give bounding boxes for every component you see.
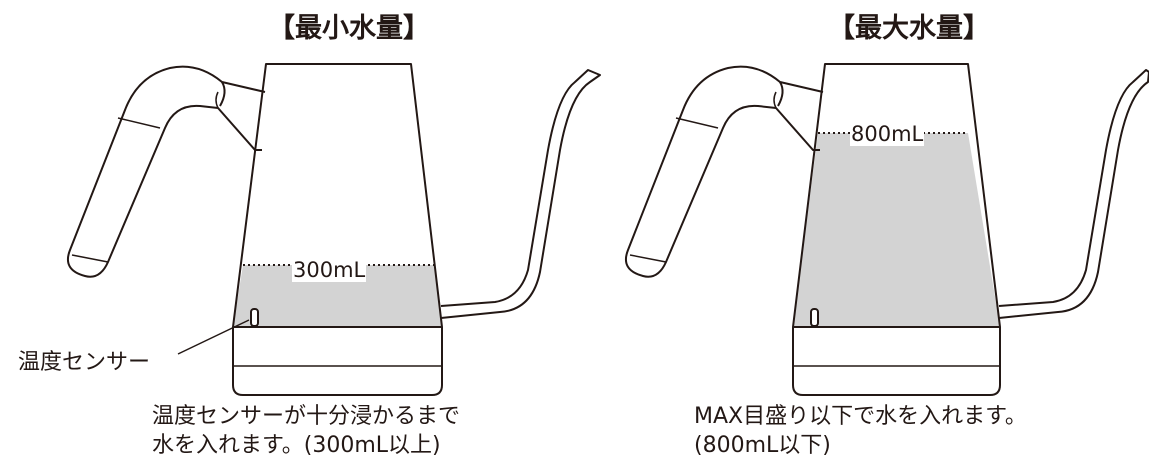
left-kettle <box>66 63 601 396</box>
right-caption-line1: MAX目盛り以下で水を入れます。 <box>694 404 1027 429</box>
sensor-label: 温度センサー <box>18 350 151 375</box>
left-caption-line1: 温度センサーが十分浸かるまで <box>152 404 461 429</box>
right-caption-line2: (800mL以下) <box>694 433 831 458</box>
right-caption: MAX目盛り以下で水を入れます。 (800mL以下) <box>694 402 1027 460</box>
left-level-label: 300mL <box>292 258 367 282</box>
left-title: 【最小水量】 <box>268 13 430 44</box>
sensor-leader-line <box>177 319 250 355</box>
right-kettle-base <box>792 327 1001 396</box>
right-level-label: 800mL <box>850 122 925 146</box>
right-water-fill <box>793 133 1000 327</box>
left-water-fill <box>233 265 442 327</box>
right-handle <box>624 65 824 278</box>
left-kettle-base <box>232 327 443 396</box>
left-temp-sensor <box>250 308 259 327</box>
right-title: 【最大水量】 <box>828 13 990 44</box>
right-kettle <box>624 63 1149 396</box>
right-spout <box>998 69 1149 319</box>
left-caption-line2: 水を入れます。(300mL以上) <box>152 433 441 458</box>
left-handle <box>66 65 266 278</box>
left-caption: 温度センサーが十分浸かるまで 水を入れます。(300mL以上) <box>152 402 460 460</box>
left-spout <box>440 69 601 319</box>
right-temp-sensor <box>810 308 819 327</box>
